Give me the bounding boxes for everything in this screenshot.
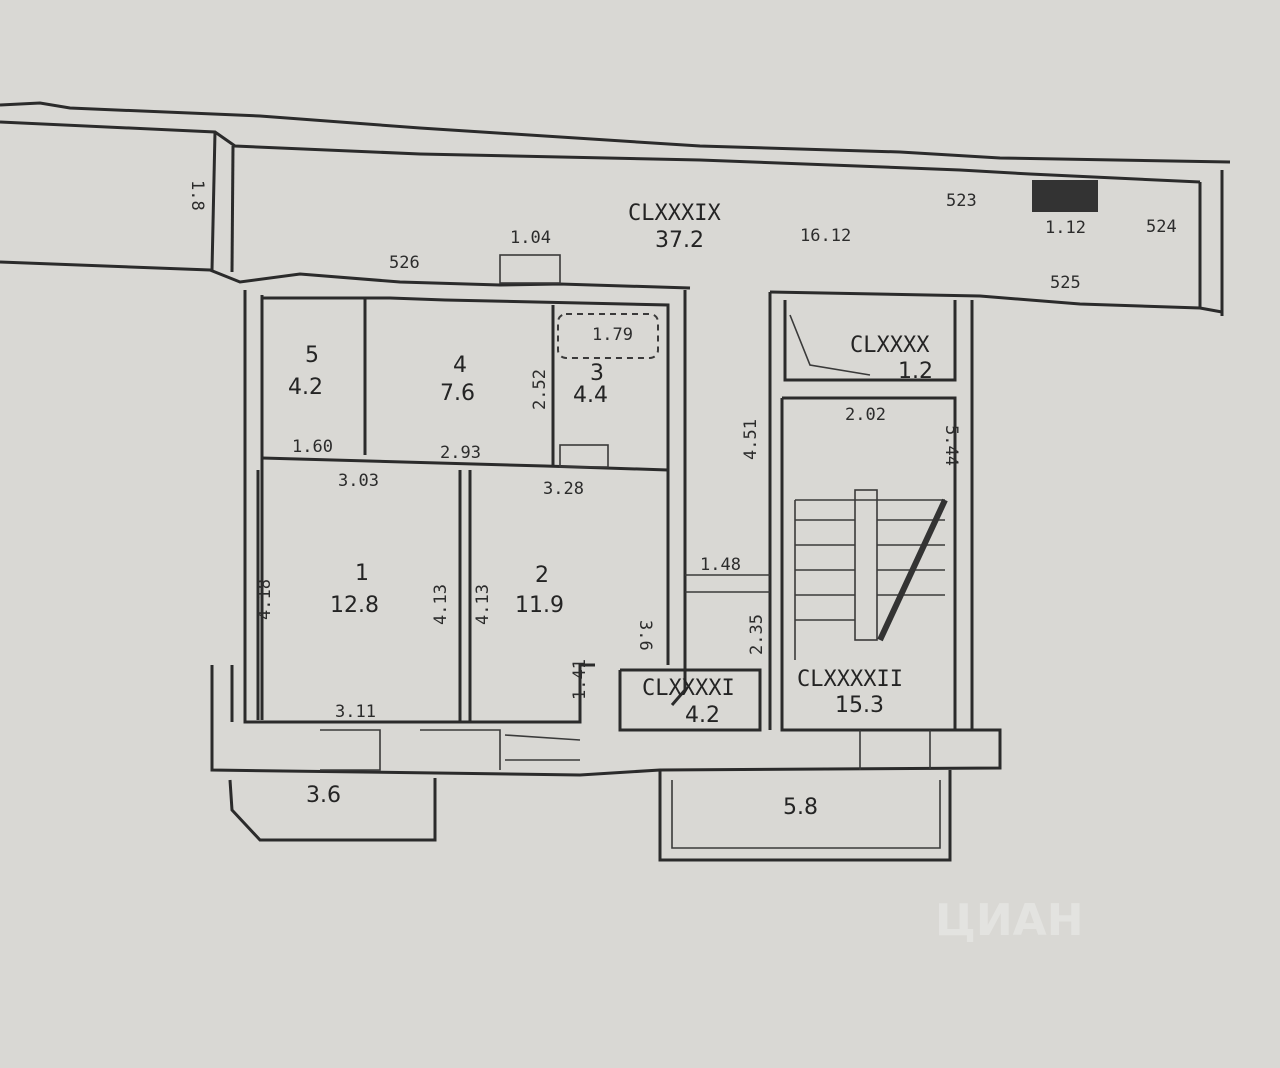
dimension-label: 1.48 xyxy=(700,555,741,575)
dimension-label: 3.11 xyxy=(335,702,376,722)
dimension-label: 1.41 xyxy=(570,659,590,700)
dimension-label: 1.12 xyxy=(1045,218,1086,238)
room-labels: 1 12.8 2 11.9 3 4.4 4 7.6 5 4.2 CLXXXIX … xyxy=(288,201,933,820)
dimension-label: 4.13 xyxy=(473,584,493,625)
room-1-number: 1 xyxy=(355,561,369,586)
corridor-area: 37.2 xyxy=(655,228,704,253)
vestibule-area: 4.2 xyxy=(685,703,720,728)
room-5-area: 4.2 xyxy=(288,375,323,400)
dimension-label: 2.93 xyxy=(440,443,481,463)
room-2-area: 11.9 xyxy=(515,593,564,618)
dimension-label: 524 xyxy=(1146,217,1177,237)
ventilation-grille xyxy=(1032,180,1098,212)
corridor-walls xyxy=(0,101,1231,316)
dimension-labels: 1.04 16.12 523 1.12 524 525 526 1.79 1.6… xyxy=(187,180,1177,722)
room-3-number: 3 xyxy=(590,361,604,386)
room-1-area: 12.8 xyxy=(330,593,379,618)
storage-number: CLXXXX xyxy=(850,333,930,358)
room-5-number: 5 xyxy=(305,343,319,368)
corridor-number: CLXXXIX xyxy=(628,201,721,226)
dimension-label: 3.6 xyxy=(635,620,655,651)
dimension-label: 16.12 xyxy=(800,226,851,246)
room-2-number: 2 xyxy=(535,563,549,588)
stairwell-number: CLXXXXII xyxy=(797,667,903,692)
dimension-label: 1.60 xyxy=(292,437,333,457)
stairwell-walls xyxy=(618,292,974,862)
dimension-label: 4.13 xyxy=(431,584,451,625)
dimension-label: 2.02 xyxy=(845,405,886,425)
dimension-label: 3.03 xyxy=(338,471,379,491)
vestibule-number: CLXXXXI xyxy=(642,676,735,701)
dimension-label: 1.79 xyxy=(592,325,633,345)
stairwell-area: 15.3 xyxy=(835,693,884,718)
room-4-area: 7.6 xyxy=(440,381,475,406)
storage-area: 1.2 xyxy=(898,359,933,384)
dimension-label: 523 xyxy=(946,191,977,211)
dimension-label: 3.28 xyxy=(543,479,584,499)
dimension-label: 2.52 xyxy=(530,369,550,410)
watermark-text: ЦИАН xyxy=(935,895,1084,946)
dimension-label: 4.51 xyxy=(741,419,761,460)
dimension-label: 525 xyxy=(1050,273,1081,293)
room-3-area: 4.4 xyxy=(573,383,608,408)
dimension-label: 526 xyxy=(389,253,420,273)
dimension-label: 2.35 xyxy=(747,614,767,655)
dimension-label: 1.8 xyxy=(187,180,207,211)
dimension-label: 4.18 xyxy=(255,579,275,620)
dimension-label: 5.44 xyxy=(941,425,961,466)
dimension-label: 1.04 xyxy=(510,228,551,248)
balcony-2-area: 5.8 xyxy=(783,795,818,820)
room-4-number: 4 xyxy=(453,353,467,378)
balcony-1-area: 3.6 xyxy=(306,783,341,808)
apartment-walls xyxy=(210,290,1002,842)
